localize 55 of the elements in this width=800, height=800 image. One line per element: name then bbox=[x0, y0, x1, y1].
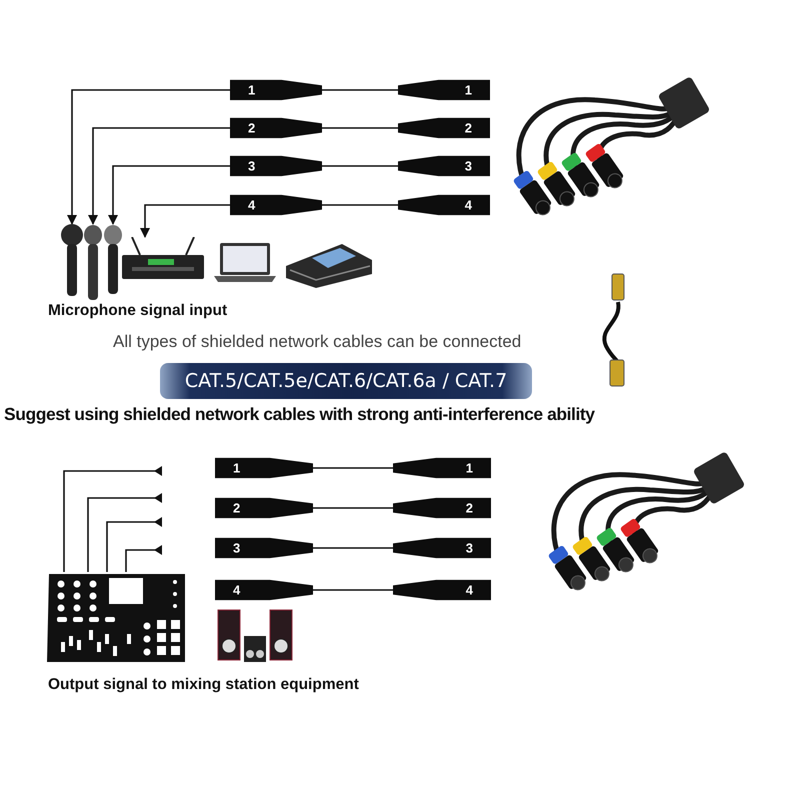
cable-line bbox=[322, 165, 398, 167]
channel-number: 4 bbox=[233, 584, 240, 596]
xlr-connector bbox=[230, 79, 322, 101]
note-text: All types of shielded network cables can be connected bbox=[113, 332, 522, 352]
heading-text: Suggest using shielded network cables with strong anti-interference ability bbox=[4, 404, 595, 425]
xlr-connector bbox=[215, 497, 313, 519]
channel-number: 1 bbox=[248, 84, 256, 96]
cable-line bbox=[88, 127, 230, 225]
signal-arrow bbox=[63, 466, 162, 572]
xlr-connector bbox=[398, 155, 490, 177]
xlr-connector bbox=[393, 497, 491, 519]
xlr-connector bbox=[230, 194, 322, 216]
channel-number: 1 bbox=[464, 84, 472, 96]
cable-line bbox=[322, 127, 398, 129]
xlr-connector bbox=[215, 457, 313, 479]
caption-text: Output signal to mixing station equipment bbox=[48, 676, 359, 694]
caption-text: Microphone signal input bbox=[48, 302, 228, 320]
cable-line bbox=[313, 589, 393, 591]
channel-number: 2 bbox=[464, 122, 472, 134]
channel-number: 2 bbox=[248, 122, 256, 134]
xlr-connector bbox=[215, 579, 313, 601]
cable-line bbox=[322, 204, 398, 206]
cable-line bbox=[313, 507, 393, 509]
cable-line bbox=[313, 467, 393, 469]
channel-number: 2 bbox=[466, 502, 473, 514]
cable-line bbox=[67, 89, 230, 225]
channel-number: 4 bbox=[464, 198, 472, 212]
channel-number: 4 bbox=[248, 198, 256, 212]
channel-number: 3 bbox=[233, 542, 240, 554]
channel-number: 4 bbox=[466, 584, 473, 596]
cable-line bbox=[140, 204, 230, 238]
xlr-connector bbox=[393, 579, 491, 601]
xlr-connector bbox=[398, 117, 490, 139]
channel-number: 3 bbox=[464, 160, 472, 172]
signal-arrow bbox=[125, 545, 162, 572]
channel-number: 1 bbox=[233, 462, 240, 474]
cable-line bbox=[313, 547, 393, 549]
xlr-connector bbox=[398, 79, 490, 101]
channel-number: 2 bbox=[233, 502, 240, 514]
xlr-connector bbox=[393, 457, 491, 479]
xlr-connector bbox=[230, 155, 322, 177]
xlr-connector bbox=[398, 194, 490, 216]
cable-category-badge bbox=[160, 363, 532, 399]
cable-line bbox=[108, 165, 230, 225]
mixer-console-drawing bbox=[47, 572, 187, 664]
channel-number: 1 bbox=[466, 462, 473, 474]
signal-arrow bbox=[106, 517, 162, 572]
channel-number: 3 bbox=[466, 542, 473, 554]
signal-arrow bbox=[87, 493, 162, 572]
cable-line bbox=[322, 89, 398, 91]
xlr-connector bbox=[215, 537, 313, 559]
channel-number: 3 bbox=[248, 160, 256, 172]
xlr-connector bbox=[393, 537, 491, 559]
category-text: CAT.5/CAT.5e/CAT.6/CAT.6a / CAT.7 bbox=[184, 370, 508, 392]
xlr-connector bbox=[230, 117, 322, 139]
